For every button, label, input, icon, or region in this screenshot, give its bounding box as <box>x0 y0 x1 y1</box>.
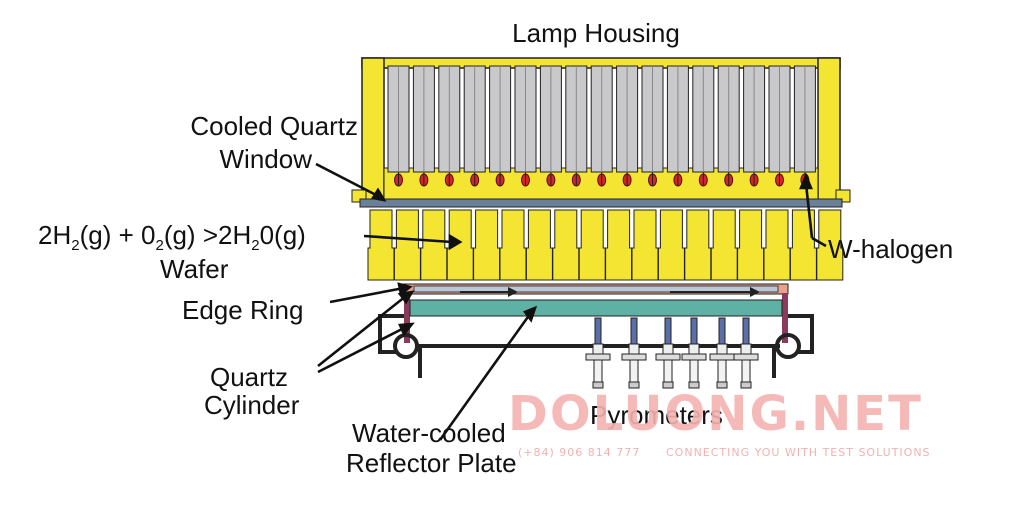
watermark-tagline: CONNECTING YOU WITH TEST SOLUTIONS <box>666 446 931 459</box>
label-reflector-2: Reflector Plate <box>346 448 517 478</box>
light-pipe-3 <box>420 209 448 281</box>
light-pipe-7 <box>525 209 553 281</box>
label-cooled-quartz-2: Window <box>220 144 313 174</box>
lamp-1 <box>387 65 410 187</box>
label-wafer: Wafer <box>160 254 229 284</box>
light-pipe-16 <box>763 209 791 281</box>
label-pyrometers: Pyrometers <box>590 400 723 430</box>
label-reaction: 2H2(g) + 02(g) >2H20(g) <box>38 220 306 254</box>
lamp-4 <box>463 65 486 187</box>
light-pipe-6 <box>499 209 527 281</box>
watermark: DOLUONG.NET (+84) 906 814 777 CONNECTING… <box>508 386 931 459</box>
lamp-13 <box>692 65 715 187</box>
pyrometer-2 <box>621 317 647 389</box>
light-pipe-5 <box>473 209 501 281</box>
tungsten-halogen-lamps <box>387 65 816 187</box>
quartz-cylinder-right <box>782 293 788 343</box>
lamp-3 <box>438 65 461 187</box>
pyrometer-5 <box>709 317 735 389</box>
lamp-15 <box>743 65 766 187</box>
label-cooled-quartz-1: Cooled Quartz <box>190 111 358 141</box>
watermark-brand: DOLUONG.NET <box>508 386 923 442</box>
lamp-5 <box>489 65 512 187</box>
quartz-cylinder-left <box>404 293 410 343</box>
light-pipe-9 <box>578 209 606 281</box>
lamp-housing <box>351 57 851 203</box>
wafer-assembly <box>401 283 789 297</box>
lamp-8 <box>565 65 588 187</box>
lamp-11 <box>641 65 664 187</box>
light-pipe-18 <box>816 209 844 281</box>
pyrometer-1 <box>585 317 611 389</box>
lamp-9 <box>590 65 613 187</box>
light-pipe-1 <box>367 209 395 281</box>
pyrometer-4 <box>681 317 707 389</box>
cooled-quartz-window <box>359 198 843 208</box>
label-w-halogen: W-halogen <box>828 234 953 264</box>
lamp-12 <box>666 65 689 187</box>
light-pipes <box>367 209 844 281</box>
pyrometer-3 <box>655 317 681 389</box>
light-pipe-8 <box>552 209 580 281</box>
lamp-17 <box>793 65 816 187</box>
light-pipe-15 <box>737 209 765 281</box>
light-pipe-10 <box>605 209 633 281</box>
wafer <box>413 285 779 293</box>
lamp-6 <box>514 65 537 187</box>
pyrometers-array <box>585 317 759 389</box>
leader-lines <box>315 162 827 441</box>
labels: Lamp Housing Cooled Quartz Window 2H2(g)… <box>38 18 953 478</box>
lamp-14 <box>717 65 740 187</box>
light-pipe-11 <box>631 209 659 281</box>
watermark-phone: (+84) 906 814 777 <box>518 446 640 459</box>
pyrometer-6 <box>733 317 759 389</box>
lamp-16 <box>768 65 791 187</box>
lamp-7 <box>539 65 562 187</box>
label-quartz-2: Cylinder <box>204 390 300 420</box>
lamp-2 <box>412 65 435 187</box>
label-reflector-1: Water-cooled <box>352 418 506 448</box>
light-pipe-12 <box>657 209 685 281</box>
lamp-10 <box>616 65 639 187</box>
label-quartz-1: Quartz <box>210 362 288 392</box>
water-cooled-reflector-plate <box>409 299 783 317</box>
label-edge-ring: Edge Ring <box>182 295 303 325</box>
light-pipe-17 <box>789 209 817 281</box>
light-pipe-13 <box>684 209 712 281</box>
light-pipe-2 <box>393 209 421 281</box>
light-pipe-14 <box>710 209 738 281</box>
label-lamp-housing: Lamp Housing <box>512 18 680 48</box>
